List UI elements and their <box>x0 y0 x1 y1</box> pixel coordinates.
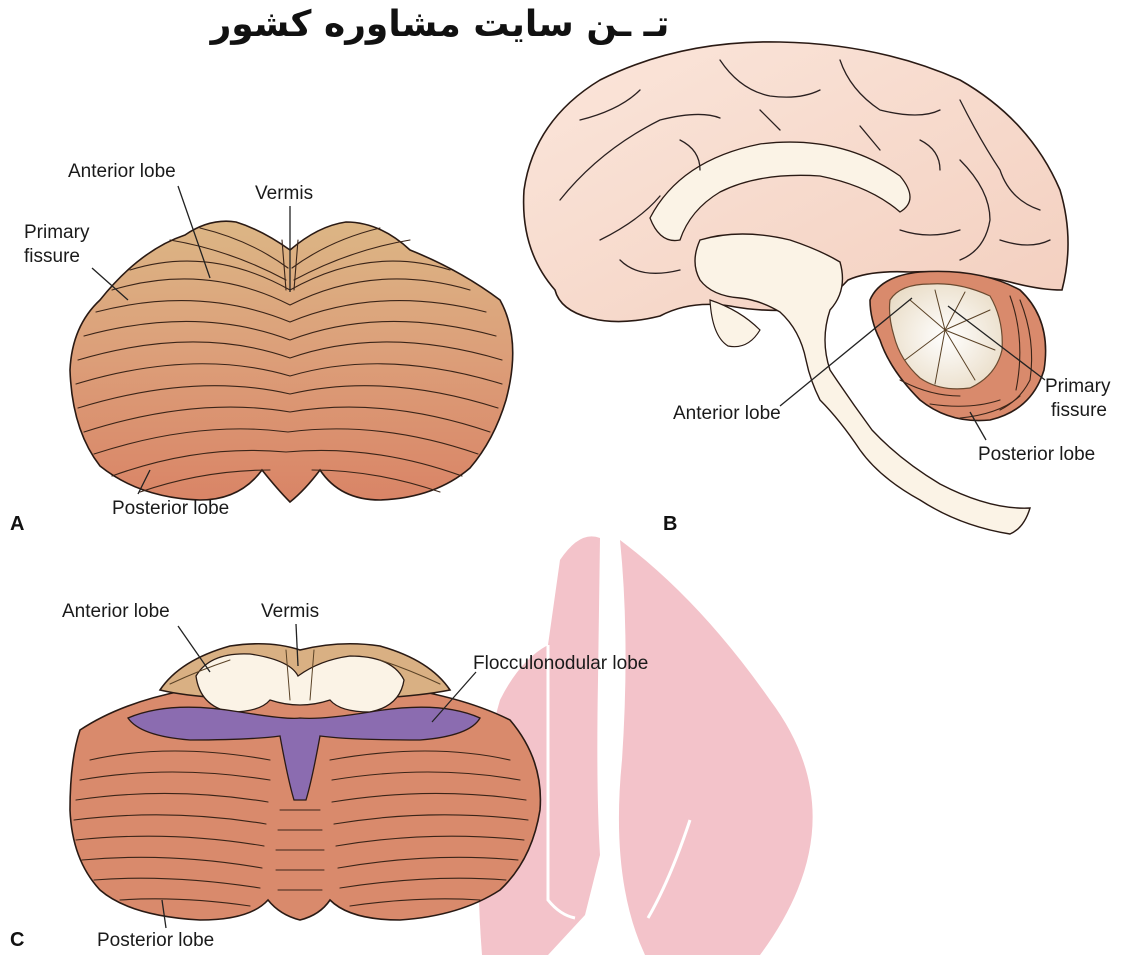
label-a-primary-1: Primary <box>24 222 90 243</box>
label-b-anterior-lobe: Anterior lobe <box>673 403 781 424</box>
panel-letter-b: B <box>663 513 677 535</box>
label-c-flocculonodular-lobe: Flocculonodular lobe <box>473 653 648 674</box>
panel-letter-a: A <box>10 513 24 535</box>
label-c-vermis: Vermis <box>261 601 319 622</box>
label-a-anterior-lobe: Anterior lobe <box>68 161 176 182</box>
cerebellum-a-shape <box>70 221 513 502</box>
label-b-primary-1: Primary <box>1045 376 1111 397</box>
panel-letter-c: C <box>10 929 24 951</box>
label-b-primary-2: fissure <box>1051 400 1107 421</box>
label-c-posterior-lobe: Posterior lobe <box>97 930 214 951</box>
panel-a: Anterior lobe Vermis Primary fissure Pos… <box>10 161 513 535</box>
label-b-posterior-lobe: Posterior lobe <box>978 444 1095 465</box>
label-c-anterior-lobe: Anterior lobe <box>62 601 170 622</box>
label-a-primary-2: fissure <box>24 246 80 267</box>
label-a-vermis: Vermis <box>255 183 313 204</box>
watermark-text: تـ ـن سایت مشاوره کشور <box>209 4 670 45</box>
panel-b: Anterior lobe Primary fissure Posterior … <box>524 42 1111 535</box>
label-a-posterior-lobe: Posterior lobe <box>112 498 229 519</box>
watermark-logo <box>479 536 813 955</box>
